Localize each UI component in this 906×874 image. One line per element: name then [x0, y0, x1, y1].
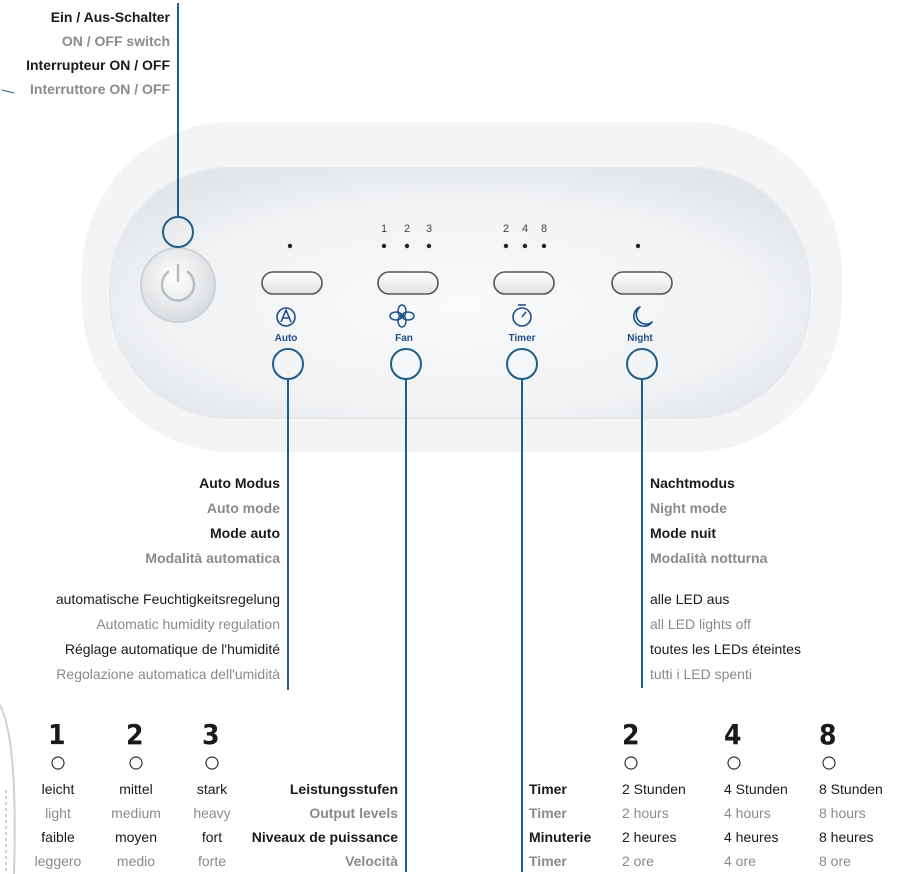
timer-title-fr: Minuterie — [529, 829, 592, 845]
power-button[interactable] — [140, 247, 216, 323]
moon-icon — [633, 306, 653, 328]
fan-indicators — [381, 243, 432, 249]
fan-level-3: 3 — [426, 223, 432, 235]
fan-level-3-en: heavy — [193, 805, 231, 821]
output-levels-title-fr: Niveaux de puissance — [251, 829, 398, 845]
timer-8-de: 8 Stunden — [819, 781, 883, 797]
output-levels-title-de: Leistungsstufen — [289, 781, 398, 797]
power-label-de: Ein / Aus-Schalter — [50, 9, 170, 25]
timer-2-it: 2 ore — [622, 853, 654, 869]
fan-level-1-en: light — [45, 805, 71, 821]
night-desc-de: alle LED aus — [650, 591, 730, 607]
timer-level-8: 8 — [541, 223, 547, 235]
timer-2-en: 2 hours — [622, 805, 669, 821]
timer-title-en: Timer — [529, 805, 567, 821]
timer-level-8-marker — [822, 756, 836, 770]
timer-level-number-8: 8 — [819, 718, 837, 751]
fan-level-2-marker — [129, 756, 143, 770]
night-desc-it: tutti i LED spenti — [650, 666, 752, 682]
output-levels-title-it: Velocità — [345, 853, 398, 869]
output-levels-title-en: Output levels — [309, 805, 398, 821]
auto-desc-en: Automatic humidity regulation — [96, 616, 280, 632]
timer-title-it: Timer — [529, 853, 567, 869]
fan-level-1-it: leggero — [34, 853, 82, 869]
auto-button-label: Auto — [275, 333, 298, 344]
auto-button[interactable] — [261, 271, 323, 295]
timer-2-de: 2 Stunden — [622, 781, 686, 797]
timer-icon — [512, 304, 532, 327]
timer-level-2-marker — [624, 756, 638, 770]
night-title-de: Nachtmodus — [650, 475, 735, 491]
fan-level-number-2: 2 — [126, 718, 144, 751]
timer-8-it: 8 ore — [819, 853, 851, 869]
night-title-fr: Mode nuit — [650, 525, 717, 541]
timer-indicators — [503, 243, 547, 249]
timer-8-en: 8 hours — [819, 805, 866, 821]
timer-title-de: Timer — [529, 781, 567, 797]
fan-button[interactable] — [377, 271, 439, 295]
night-desc-fr: toutes les LEDs éteintes — [650, 641, 801, 657]
fan-level-number-1: 1 — [48, 718, 66, 751]
fan-level-number-3: 3 — [202, 718, 220, 751]
fan-level-2-de: mittel — [119, 781, 153, 797]
fan-level-3-it: forte — [197, 853, 226, 869]
auto-title-fr: Mode auto — [210, 525, 280, 541]
fan-level-2-en: medium — [111, 805, 161, 821]
fan-button-label: Fan — [395, 333, 413, 344]
control-panel — [109, 167, 811, 419]
timer-level-number-2: 2 — [622, 718, 640, 751]
fan-level-1-fr: faible — [41, 829, 75, 845]
timer-level-4-marker — [727, 756, 741, 770]
fan-level-2-fr: moyen — [114, 829, 158, 845]
timer-button[interactable] — [493, 271, 555, 295]
night-desc-en: all LED lights off — [650, 616, 751, 632]
night-button-label: Night — [627, 333, 653, 344]
auto-title-it: Modalità automatica — [145, 550, 280, 566]
timer-level-4: 4 — [522, 223, 528, 235]
auto-title-de: Auto Modus — [199, 475, 280, 491]
fan-level-3-de: stark — [196, 781, 228, 797]
night-title-en: Night mode — [650, 500, 727, 516]
edge-mark-bottom — [0, 704, 16, 874]
fan-level-1-de: leicht — [41, 781, 75, 797]
auto-icon — [276, 307, 296, 327]
fan-level-1: 1 — [381, 223, 387, 235]
timer-button-label: Timer — [508, 333, 535, 344]
fan-level-3-fr: fort — [201, 829, 223, 845]
power-label-fr: Interrupteur ON / OFF — [26, 57, 170, 73]
timer-4-de: 4 Stunden — [724, 781, 788, 797]
auto-title-en: Auto mode — [206, 500, 280, 516]
night-indicator — [635, 243, 641, 249]
power-label-en: ON / OFF switch — [61, 33, 170, 49]
timer-2-fr: 2 heures — [622, 829, 677, 845]
power-label-it: Interruttore ON / OFF — [30, 81, 170, 97]
night-button[interactable] — [611, 271, 673, 295]
fan-level-3-marker — [205, 756, 219, 770]
power-icon — [160, 263, 196, 302]
timer-level-number-4: 4 — [724, 718, 742, 751]
auto-indicator — [287, 243, 293, 249]
timer-4-it: 4 ore — [724, 853, 756, 869]
timer-4-fr: 4 heures — [724, 829, 779, 845]
fan-icon — [389, 304, 415, 328]
fan-level-2-it: medio — [116, 853, 156, 869]
auto-desc-de: automatische Feuchtigkeitsregelung — [55, 591, 280, 607]
auto-desc-fr: Réglage automatique de l'humidité — [64, 641, 280, 657]
timer-4-en: 4 hours — [724, 805, 771, 821]
fan-level-1-marker — [51, 756, 65, 770]
timer-level-2: 2 — [503, 223, 509, 235]
fan-level-2: 2 — [404, 223, 410, 235]
edge-mark-top — [1, 89, 15, 94]
night-title-it: Modalità notturna — [650, 550, 768, 566]
timer-8-fr: 8 heures — [819, 829, 874, 845]
auto-desc-it: Regolazione automatica dell'umidità — [56, 666, 280, 682]
